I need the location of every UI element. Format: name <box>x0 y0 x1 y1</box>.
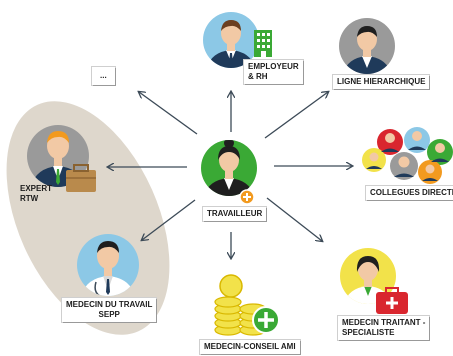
hierarchy-label: LIGNE HIERARCHIQUE <box>333 75 430 89</box>
treating-doctor-label-line1: MEDECIN TRAITANT - <box>342 318 426 327</box>
other-actors-label: ... <box>92 67 115 85</box>
arrow-to-hierarchy <box>264 92 328 139</box>
employer-avatar-icon <box>203 12 272 68</box>
employer-label-line1: EMPLOYEUR <box>248 62 299 71</box>
coins-plus-icon <box>214 274 280 336</box>
colleagues-label: COLLEGUES DIRECTES <box>366 186 453 200</box>
occupational-doctor-label: MEDECIN DU TRAVAIL SEPP <box>62 298 157 322</box>
advisor-label: MEDECIN-CONSEIL AMI <box>200 340 300 354</box>
colleagues-label-text: COLLEGUES DIRECTES <box>370 188 453 197</box>
worker-label-text: TRAVAILLEUR <box>207 209 263 218</box>
treating-doctor-label-line2: SPECIALISTE <box>342 328 395 337</box>
worker-avatar-icon <box>201 140 257 205</box>
employer-label-line2: & RH <box>248 72 268 81</box>
expert-label-line1: EXPERT <box>20 184 53 193</box>
worker-label: TRAVAILLEUR <box>203 207 267 221</box>
other-actors-label-text: ... <box>100 71 107 80</box>
expert-label: EXPERT RTW <box>20 184 52 204</box>
arrow-to-occupational <box>142 199 196 240</box>
treating-doctor-label: MEDECIN TRAITANT - SPECIALISTE <box>338 316 430 340</box>
manager-avatar-icon <box>339 18 395 74</box>
expert-label-line2: RTW <box>20 194 39 203</box>
occupational-doctor-label-line1: MEDECIN DU TRAVAIL <box>66 300 153 309</box>
occupational-doctor-label-line2: SEPP <box>98 310 120 319</box>
advisor-label-text: MEDECIN-CONSEIL AMI <box>204 342 296 351</box>
employer-label: EMPLOYEUR & RH <box>244 60 303 84</box>
hierarchy-label-text: LIGNE HIERARCHIQUE <box>337 77 426 86</box>
arrow-to-treating <box>266 197 322 241</box>
arrow-to-other <box>139 92 198 135</box>
doctor-avatar-icon <box>340 248 408 314</box>
connection-arrows <box>108 92 352 258</box>
colleagues-group-icon <box>362 127 453 184</box>
